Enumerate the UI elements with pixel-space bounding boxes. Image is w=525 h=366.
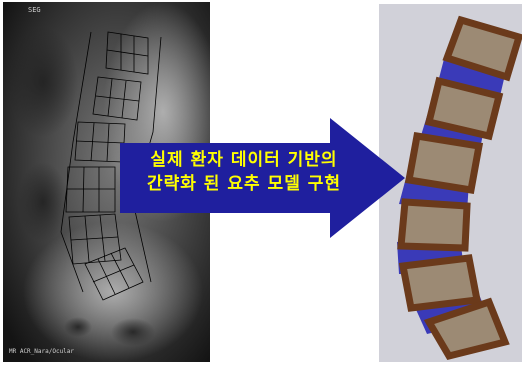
caption-line-1: 실제 환자 데이터 기반의 <box>120 148 368 172</box>
vertebra-l4 <box>401 202 467 248</box>
vertebra-l3 <box>409 136 479 190</box>
vertebra-l5 <box>403 258 477 308</box>
xray-bottom-label: MR ACR_Nara/Ocular <box>9 348 74 355</box>
xray-top-label: SEG <box>28 6 41 14</box>
arrow-caption: 실제 환자 데이터 기반의 간략화 된 요추 모델 구현 <box>120 148 368 196</box>
caption-line-2: 간략화 된 요추 모델 구현 <box>120 172 368 196</box>
